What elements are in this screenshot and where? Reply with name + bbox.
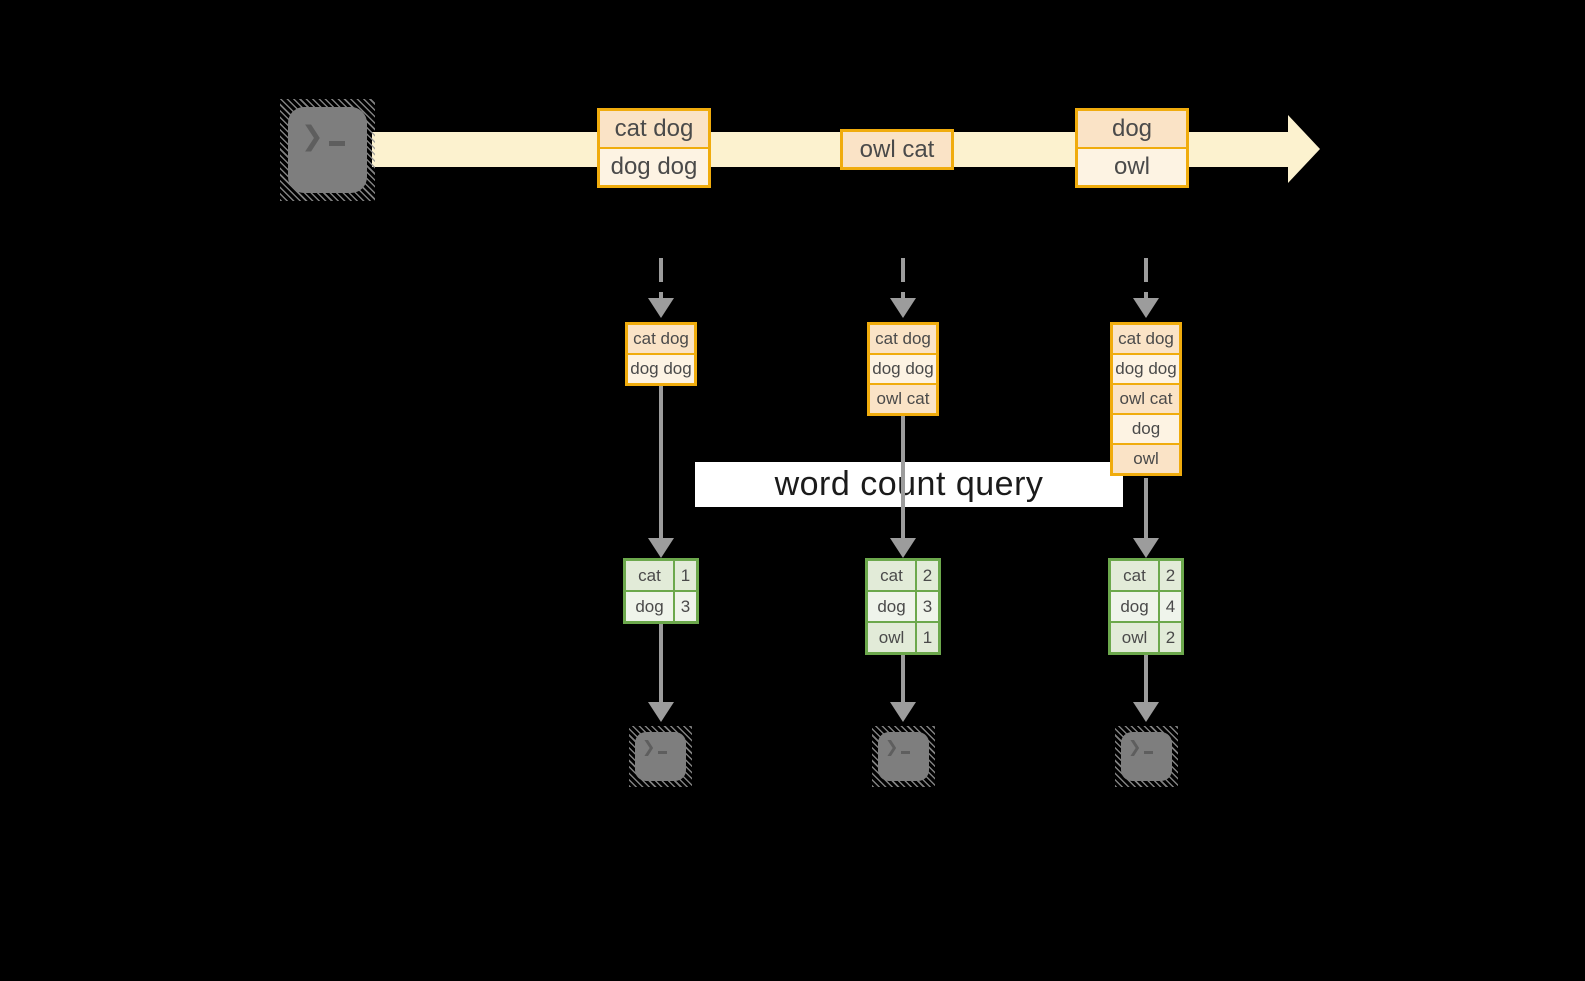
input-row: dog dog bbox=[870, 353, 936, 383]
word-cell: owl bbox=[868, 623, 917, 652]
batch-row: owl cat bbox=[843, 132, 951, 167]
terminal-icon: ❯ bbox=[872, 726, 935, 787]
input-row: cat dog bbox=[870, 325, 936, 353]
word-cell: dog bbox=[1111, 592, 1160, 621]
terminal-screen: ❯ bbox=[635, 732, 686, 781]
prompt-chevron-icon: ❯ bbox=[301, 121, 324, 151]
dashed-arrow-down-icon bbox=[890, 258, 916, 318]
input-row: cat dog bbox=[1113, 325, 1179, 353]
query-banner: word count query bbox=[695, 462, 1123, 507]
terminal-icon: ❯ bbox=[1115, 726, 1178, 787]
prompt-chevron-icon: ❯ bbox=[642, 739, 656, 756]
table-row: cat 2 bbox=[868, 561, 938, 590]
accumulated-input-2: cat dog dog dog owl cat bbox=[867, 322, 939, 416]
word-cell: cat bbox=[868, 561, 917, 590]
count-cell: 3 bbox=[922, 596, 933, 616]
prompt-chevron-icon: ❯ bbox=[885, 739, 899, 756]
prompt-chevron-icon: ❯ bbox=[1128, 739, 1142, 756]
word-cell: cat bbox=[1111, 561, 1160, 590]
count-cell: 2 bbox=[1165, 565, 1176, 585]
arrow-down-icon bbox=[1133, 655, 1159, 722]
input-row: owl cat bbox=[870, 383, 936, 413]
input-row: dog bbox=[1113, 413, 1179, 443]
word-cell: cat bbox=[626, 561, 675, 590]
table-row: cat 2 bbox=[1111, 561, 1181, 590]
table-row: owl 2 bbox=[1111, 621, 1181, 652]
count-cell: 2 bbox=[922, 565, 933, 585]
accumulated-input-3: cat dog dog dog owl cat dog owl bbox=[1110, 322, 1182, 476]
terminal-screen: ❯ bbox=[878, 732, 929, 781]
input-row: cat dog bbox=[628, 325, 694, 353]
stream-batch-3: dog owl bbox=[1075, 108, 1189, 188]
table-row: dog 4 bbox=[1111, 590, 1181, 621]
word-cell: dog bbox=[868, 592, 917, 621]
word-cell: owl bbox=[1111, 623, 1160, 652]
cursor-dash-icon bbox=[1144, 751, 1154, 754]
accumulated-input-1: cat dog dog dog bbox=[625, 322, 697, 386]
dashed-arrow-down-icon bbox=[1133, 258, 1159, 318]
terminal-icon: ❯ bbox=[280, 99, 375, 201]
cursor-dash-icon bbox=[328, 141, 345, 146]
count-table-2: cat 2 dog 3 owl 1 bbox=[865, 558, 941, 655]
input-row: dog dog bbox=[628, 353, 694, 383]
arrow-down-icon bbox=[648, 386, 674, 558]
batch-row: owl bbox=[1078, 147, 1186, 185]
count-cell: 4 bbox=[1165, 596, 1176, 616]
count-table-1: cat 1 dog 3 bbox=[623, 558, 699, 624]
word-cell: dog bbox=[626, 592, 675, 621]
table-row: dog 3 bbox=[626, 590, 696, 621]
query-label: word count query bbox=[774, 465, 1044, 503]
table-row: cat 1 bbox=[626, 561, 696, 590]
arrow-down-icon bbox=[890, 416, 916, 558]
terminal-screen: ❯ bbox=[1121, 732, 1172, 781]
input-row: owl bbox=[1113, 443, 1179, 473]
arrow-down-icon bbox=[1133, 478, 1159, 558]
terminal-icon: ❯ bbox=[629, 726, 692, 787]
batch-row: dog dog bbox=[600, 147, 708, 185]
input-row: owl cat bbox=[1113, 383, 1179, 413]
stream-arrowhead-icon bbox=[1288, 115, 1320, 183]
arrow-down-icon bbox=[890, 655, 916, 722]
count-cell: 2 bbox=[1165, 627, 1176, 647]
count-cell: 1 bbox=[922, 627, 933, 647]
count-table-3: cat 2 dog 4 owl 2 bbox=[1108, 558, 1184, 655]
count-cell: 1 bbox=[680, 565, 691, 585]
dashed-arrow-down-icon bbox=[648, 258, 674, 318]
cursor-dash-icon bbox=[658, 751, 668, 754]
count-cell: 3 bbox=[680, 596, 691, 616]
stream-batch-1: cat dog dog dog bbox=[597, 108, 711, 188]
arrow-down-icon bbox=[648, 624, 674, 722]
cursor-dash-icon bbox=[901, 751, 911, 754]
table-row: dog 3 bbox=[868, 590, 938, 621]
terminal-screen: ❯ bbox=[288, 107, 367, 193]
batch-row: cat dog bbox=[600, 111, 708, 147]
input-row: dog dog bbox=[1113, 353, 1179, 383]
stream-batch-2: owl cat bbox=[840, 129, 954, 170]
batch-row: dog bbox=[1078, 111, 1186, 147]
table-row: owl 1 bbox=[868, 621, 938, 652]
